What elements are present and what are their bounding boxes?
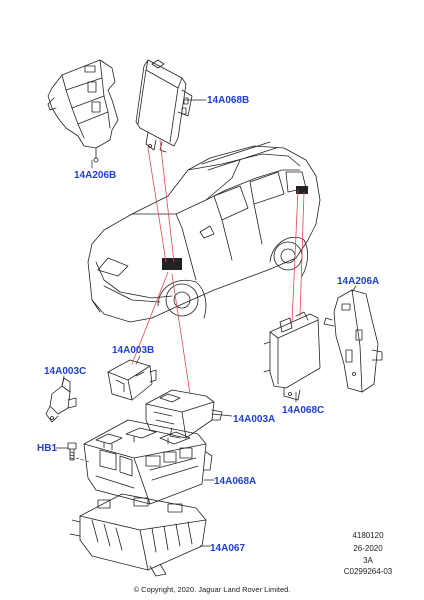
- housing-14a067-part[interactable]: [70, 494, 206, 576]
- illustration-revision: 3A: [363, 556, 373, 565]
- callout-14a067[interactable]: 14A067: [210, 543, 246, 554]
- callout-14a206a[interactable]: 14A206A: [337, 276, 380, 287]
- illustration-number: 4180120: [352, 531, 384, 540]
- callout-14a068b[interactable]: 14A068B: [207, 95, 250, 106]
- callout-14a068a[interactable]: 14A068A: [214, 476, 257, 487]
- module-14a003a-part[interactable]: [146, 390, 222, 438]
- callout-14a003a[interactable]: 14A003A: [233, 414, 276, 425]
- bracket-14a206a-part[interactable]: [324, 290, 382, 392]
- fusebox-14a068a-part[interactable]: [84, 420, 212, 504]
- callout-14a003c[interactable]: 14A003C: [44, 366, 87, 377]
- bracket-14a206b-part[interactable]: [48, 60, 118, 162]
- callout-14a206b[interactable]: 14A206B: [74, 170, 117, 181]
- callout-14a003b[interactable]: 14A003B: [112, 345, 155, 356]
- module-14a068c-part[interactable]: [264, 312, 320, 400]
- module-14a003b-part[interactable]: [108, 360, 156, 400]
- connector-14a003c-part[interactable]: [46, 378, 76, 422]
- callout-hb1[interactable]: HB1: [37, 443, 58, 454]
- bolt-hb1-part[interactable]: [68, 443, 76, 460]
- illustration-code: C0299264-03: [343, 567, 393, 576]
- callout-14a068c[interactable]: 14A068C: [282, 405, 325, 416]
- vehicle-outline: [88, 142, 320, 322]
- copyright-notice: © Copyright, 2020. Jaguar Land Rover Lim…: [133, 585, 291, 594]
- module-14a068b-part[interactable]: [136, 60, 192, 152]
- illustration-date: 26-2020: [353, 544, 383, 553]
